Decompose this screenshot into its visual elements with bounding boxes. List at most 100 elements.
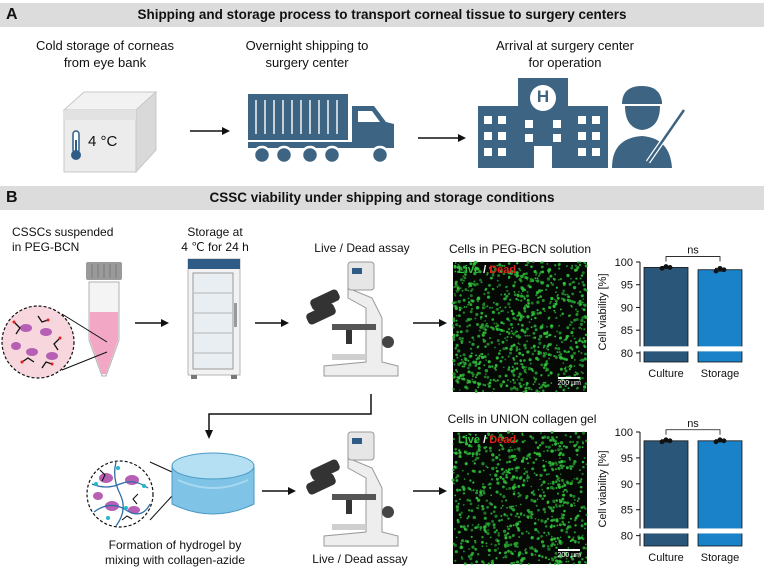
live-cell-dot xyxy=(512,441,516,444)
live-cell-dot xyxy=(545,360,548,363)
live-cell-dot xyxy=(503,269,506,272)
live-cell-dot xyxy=(533,324,537,328)
live-cell-dot xyxy=(452,333,456,336)
live-cell-dot xyxy=(565,351,568,354)
live-cell-dot xyxy=(582,546,586,550)
live-cell-dot xyxy=(536,537,540,541)
live-cell-dot xyxy=(475,450,479,454)
live-cell-dot xyxy=(551,480,555,485)
live-cell-dot xyxy=(534,517,537,520)
live-cell-dot xyxy=(562,389,565,391)
live-cell-dot xyxy=(460,339,464,343)
live-cell-dot xyxy=(562,493,566,497)
live-cell-dot xyxy=(459,354,462,357)
live-cell-dot xyxy=(545,534,548,537)
live-cell-dot xyxy=(494,473,498,477)
live-cell-dot xyxy=(582,337,585,340)
live-cell-dot xyxy=(490,478,494,481)
live-cell-dot xyxy=(546,383,550,388)
live-cell-dot xyxy=(546,486,550,490)
live-cell-dot xyxy=(510,454,515,459)
live-cell-dot xyxy=(520,323,524,327)
live-cell-dot xyxy=(508,306,511,309)
live-cell-dot xyxy=(461,557,464,560)
live-cell-dot xyxy=(578,469,581,472)
live-cell-dot xyxy=(456,488,459,491)
live-cell-dot xyxy=(562,490,565,493)
live-cell-dot xyxy=(472,265,475,268)
live-cell-dot xyxy=(538,341,542,345)
live-cell-dot xyxy=(528,358,532,362)
live-cell-dot xyxy=(455,353,458,357)
live-cell-dot xyxy=(498,343,501,345)
live-cell-dot xyxy=(551,509,555,513)
live-cell-dot xyxy=(488,365,492,369)
live-cell-dot xyxy=(476,356,481,360)
live-cell-dot xyxy=(475,354,478,357)
live-cell-dot xyxy=(474,317,477,320)
live-cell-dot xyxy=(458,488,462,492)
live-cell-dot xyxy=(575,277,578,280)
live-cell-dot xyxy=(571,538,575,542)
live-cell-dot xyxy=(513,362,517,365)
live-cell-dot xyxy=(506,470,510,474)
live-cell-dot xyxy=(563,509,566,513)
live-cell-dot xyxy=(512,373,515,376)
live-cell-dot xyxy=(481,560,484,563)
live-cell-dot xyxy=(564,488,568,492)
live-cell-dot xyxy=(543,468,547,472)
live-cell-dot xyxy=(509,387,514,391)
live-cell-dot xyxy=(475,457,478,460)
live-cell-dot xyxy=(525,494,529,498)
live-cell-dot xyxy=(558,385,562,389)
live-cell-dot xyxy=(513,490,516,493)
live-cell-dot xyxy=(531,467,535,471)
live-cell-dot xyxy=(477,386,480,389)
live-cell-dot xyxy=(467,515,470,518)
live-cell-dot xyxy=(573,351,576,355)
live-cell-dot xyxy=(483,511,487,515)
live-cell-dot xyxy=(475,491,479,495)
live-cell-dot xyxy=(551,444,554,446)
live-cell-dot xyxy=(535,293,538,297)
live-cell-dot xyxy=(532,344,536,348)
live-cell-dot xyxy=(495,356,499,360)
live-cell-dot xyxy=(550,519,554,522)
live-cell-dot xyxy=(467,555,471,558)
live-cell-dot xyxy=(517,290,520,293)
live-cell-dot xyxy=(515,271,519,275)
live-cell-dot xyxy=(526,474,529,477)
live-cell-dot xyxy=(475,306,480,310)
live-cell-dot xyxy=(470,445,473,448)
live-cell-dot xyxy=(558,480,561,482)
live-cell-dot xyxy=(484,320,486,322)
live-cell-dot xyxy=(562,362,565,364)
live-cell-dot xyxy=(471,523,474,526)
live-cell-dot xyxy=(562,482,565,485)
live-cell-dot xyxy=(508,455,512,459)
live-cell-dot xyxy=(577,535,581,539)
live-cell-dot xyxy=(490,326,493,329)
live-cell-dot xyxy=(524,389,528,393)
live-cell-dot xyxy=(571,264,574,267)
live-cell-dot xyxy=(558,324,560,327)
live-cell-dot xyxy=(461,282,464,284)
stain-separator-bottom: / xyxy=(480,434,490,446)
data-point xyxy=(717,265,723,271)
live-cell-dot xyxy=(452,442,454,445)
live-cell-dot xyxy=(534,377,538,381)
live-cell-dot xyxy=(514,486,517,488)
live-cell-dot xyxy=(484,449,488,453)
live-cell-dot xyxy=(454,460,458,464)
live-cell-dot xyxy=(580,352,583,354)
live-cell-dot xyxy=(550,467,554,471)
live-cell-dot xyxy=(495,456,499,460)
live-cell-dot xyxy=(501,264,504,268)
live-cell-dot xyxy=(507,292,511,295)
live-cell-dot xyxy=(507,277,510,280)
live-cell-dot xyxy=(474,539,476,542)
live-cell-dot xyxy=(532,548,535,551)
live-cell-dot xyxy=(527,386,531,390)
live-cell-dot xyxy=(548,357,551,360)
live-cell-dot xyxy=(508,505,512,509)
